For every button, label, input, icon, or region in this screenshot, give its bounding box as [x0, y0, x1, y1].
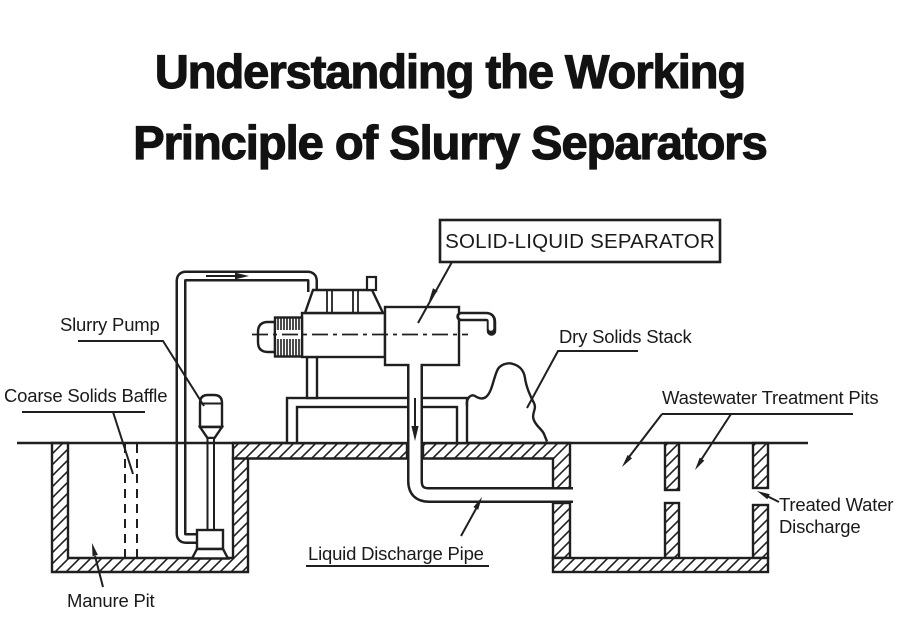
ground-slab-right: [421, 441, 572, 492]
slurry-pump: [190, 393, 230, 560]
separator-callout-box: [438, 218, 722, 264]
separator-callout-arrow: [417, 261, 453, 324]
pits-right-wall-lower: [751, 503, 770, 560]
dry-solids-outlet-hook: [456, 311, 497, 336]
wastewater-pit1-arrow: [622, 413, 663, 467]
slurry-pump-leader: [78, 340, 205, 407]
page-title-line1: Understanding the Working: [154, 44, 747, 98]
liquid-discharge-pipe: [407, 362, 573, 503]
slurry-pump-label: Slurry Pump: [60, 314, 160, 335]
pump-body: [195, 528, 225, 551]
pump-base: [190, 547, 230, 560]
machine-leg: [305, 355, 319, 400]
pits-bottom-slab: [551, 556, 770, 574]
separator-machine: [256, 275, 469, 445]
treated-water-arrow: [757, 491, 780, 503]
coarse-solids-baffle-label: Coarse Solids Baffle: [4, 385, 167, 406]
ground-slab-left: [231, 441, 409, 460]
treated-water-label-line1: Treated Water: [779, 494, 893, 515]
pit1-left-wall-lower: [551, 501, 572, 560]
pits-middle-wall-lower: [663, 501, 681, 560]
pits-middle-wall-upper: [663, 441, 681, 492]
motor-cap: [256, 320, 277, 354]
machine-top-housing: [303, 288, 385, 315]
page-title-line2: Principle of Slurry Separators: [133, 115, 769, 169]
machine-base-frame-inner: [295, 405, 459, 445]
coarse-solids-baffle-leader: [112, 411, 134, 475]
wastewater-pit2-arrow: [695, 413, 732, 470]
dry-solids-stack-label: Dry Solids Stack: [559, 326, 692, 347]
pits-right-wall-upper: [751, 441, 770, 490]
flow-arrow-down-icon: [411, 398, 419, 441]
liquid-discharge-pipe-label: Liquid Discharge Pipe: [308, 543, 484, 564]
manure-pit-arrow: [92, 543, 104, 588]
manure-pit-label: Manure Pit: [67, 590, 155, 611]
pump-taper: [197, 425, 225, 440]
dry-solids-pile: [465, 362, 549, 442]
page-title: Understanding the Working Principle of S…: [0, 36, 900, 178]
dry-solids-stack-leader: [526, 350, 638, 409]
treated-water-label-line2: Discharge: [779, 516, 861, 537]
liquid-discharge-arrow: [460, 497, 482, 537]
pump-head: [198, 393, 224, 429]
flow-arrow-right-icon: [206, 272, 249, 280]
separator-callout-label: SOLID-LIQUID SEPARATOR: [445, 230, 715, 253]
housing-stub: [365, 275, 378, 292]
slurry-feed-pipe: [175, 270, 318, 544]
wastewater-treatment-pits-label: Wastewater Treatment Pits: [662, 387, 878, 408]
pump-shaft: [206, 437, 215, 531]
